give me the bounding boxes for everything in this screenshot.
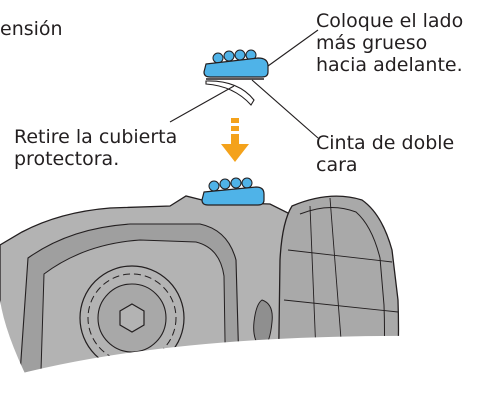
label-double-tape: Cinta de doble cara: [316, 132, 454, 176]
cutaway-mask: [0, 336, 483, 403]
label-double-tape-line-1: Cinta de doble: [316, 132, 455, 154]
label-remove-cover-line-2: protectora.: [14, 148, 120, 170]
label-thicker-side: Coloque el lado más grueso hacia adelant…: [316, 10, 463, 76]
leader-line-thicker-side: [267, 29, 319, 67]
gear-icon: [79, 265, 185, 371]
down-arrow-icon: [221, 118, 249, 162]
label-tension-text: ensión: [0, 18, 63, 40]
label-remove-cover-line-1: Retire la cubierta: [14, 126, 178, 148]
label-double-tape-line-2: cara: [316, 154, 358, 176]
label-tension-fragment: ensión: [0, 18, 63, 40]
label-thicker-side-line-1: Coloque el lado: [316, 10, 464, 32]
leader-line-tape: [251, 79, 319, 139]
loose-pad: [203, 49, 269, 78]
label-thicker-side-line-3: hacia adelante.: [316, 54, 463, 76]
mounted-pad: [201, 177, 265, 206]
leader-line-cover: [169, 85, 235, 123]
protective-film: [205, 80, 255, 106]
label-thicker-side-line-2: más grueso: [316, 32, 428, 54]
label-remove-cover: Retire la cubierta protectora.: [14, 126, 177, 170]
